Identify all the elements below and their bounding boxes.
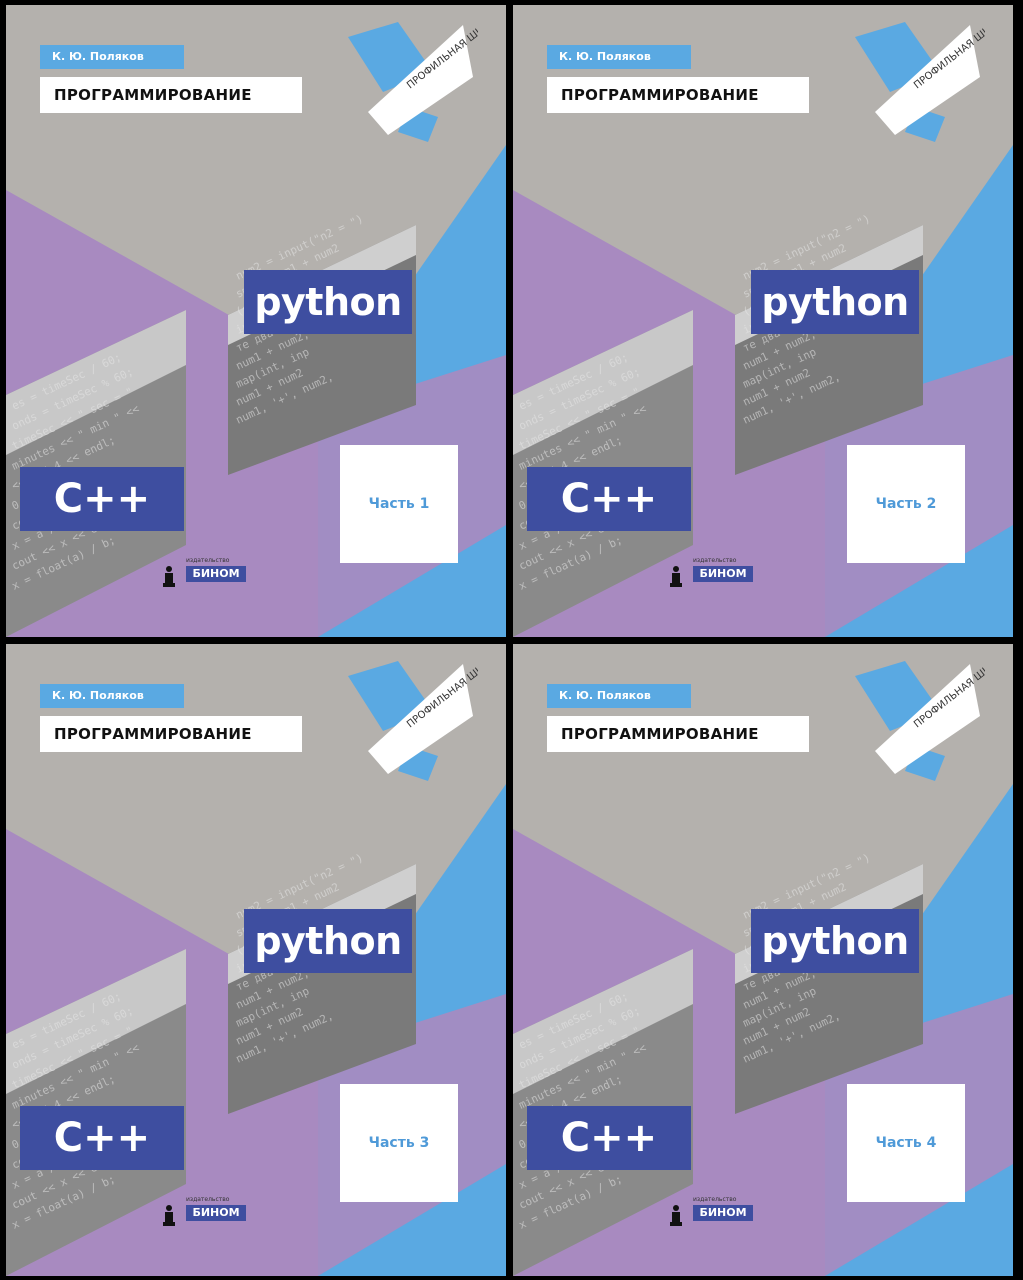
book-cover-part-1: num2 = input("n2 = ")sma = num1 + num2(s… bbox=[6, 5, 506, 637]
publisher-reader-icon bbox=[163, 566, 175, 587]
cpp-plate: C++ bbox=[527, 1106, 691, 1170]
python-plate: python bbox=[244, 270, 412, 334]
part-label: Часть 3 bbox=[340, 1084, 458, 1202]
publisher-small-label: издательство bbox=[693, 1196, 737, 1203]
publisher-small-label: издательство bbox=[186, 557, 230, 564]
publisher-small-label: издательство bbox=[186, 1196, 230, 1203]
publisher-logo: издательство БИНОМ bbox=[667, 1196, 757, 1230]
book-cover-part-3: num2 = input("n2 = ")sma = num1 + num2(s… bbox=[6, 644, 506, 1276]
cpp-plate: C++ bbox=[527, 467, 691, 531]
part-label: Часть 1 bbox=[340, 445, 458, 563]
publisher-logo: издательство БИНОМ bbox=[667, 557, 757, 591]
profile-school-logo: ПРОФИЛЬНАЯ ШКОЛА bbox=[348, 17, 478, 142]
book-cover-part-4: num2 = input("n2 = ")sma = num1 + num2(s… bbox=[513, 644, 1013, 1276]
publisher-reader-icon bbox=[670, 566, 682, 587]
profile-school-logo: ПРОФИЛЬНАЯ ШКОЛА bbox=[855, 17, 985, 142]
profile-school-logo: ПРОФИЛЬНАЯ ШКОЛА bbox=[348, 656, 478, 781]
profile-school-logo: ПРОФИЛЬНАЯ ШКОЛА bbox=[855, 656, 985, 781]
book-title: ПРОГРАММИРОВАНИЕ bbox=[547, 716, 809, 752]
publisher-logo: издательство БИНОМ bbox=[160, 1196, 250, 1230]
publisher-name: БИНОМ bbox=[693, 1205, 753, 1221]
publisher-reader-icon bbox=[163, 1205, 175, 1226]
publisher-reader-icon bbox=[670, 1205, 682, 1226]
publisher-small-label: издательство bbox=[693, 557, 737, 564]
author-label: К. Ю. Поляков bbox=[547, 45, 691, 69]
cpp-plate: C++ bbox=[20, 467, 184, 531]
part-label: Часть 2 bbox=[847, 445, 965, 563]
python-plate: python bbox=[751, 909, 919, 973]
author-label: К. Ю. Поляков bbox=[547, 684, 691, 708]
publisher-logo: издательство БИНОМ bbox=[160, 557, 250, 591]
publisher-name: БИНОМ bbox=[186, 1205, 246, 1221]
part-label: Часть 4 bbox=[847, 1084, 965, 1202]
publisher-name: БИНОМ bbox=[186, 566, 246, 582]
book-cover-part-2: num2 = input("n2 = ")sma = num1 + num2(s… bbox=[513, 5, 1013, 637]
author-label: К. Ю. Поляков bbox=[40, 684, 184, 708]
python-plate: python bbox=[751, 270, 919, 334]
author-label: К. Ю. Поляков bbox=[40, 45, 184, 69]
python-plate: python bbox=[244, 909, 412, 973]
book-title: ПРОГРАММИРОВАНИЕ bbox=[40, 77, 302, 113]
publisher-name: БИНОМ bbox=[693, 566, 753, 582]
book-title: ПРОГРАММИРОВАНИЕ bbox=[547, 77, 809, 113]
cpp-plate: C++ bbox=[20, 1106, 184, 1170]
book-title: ПРОГРАММИРОВАНИЕ bbox=[40, 716, 302, 752]
